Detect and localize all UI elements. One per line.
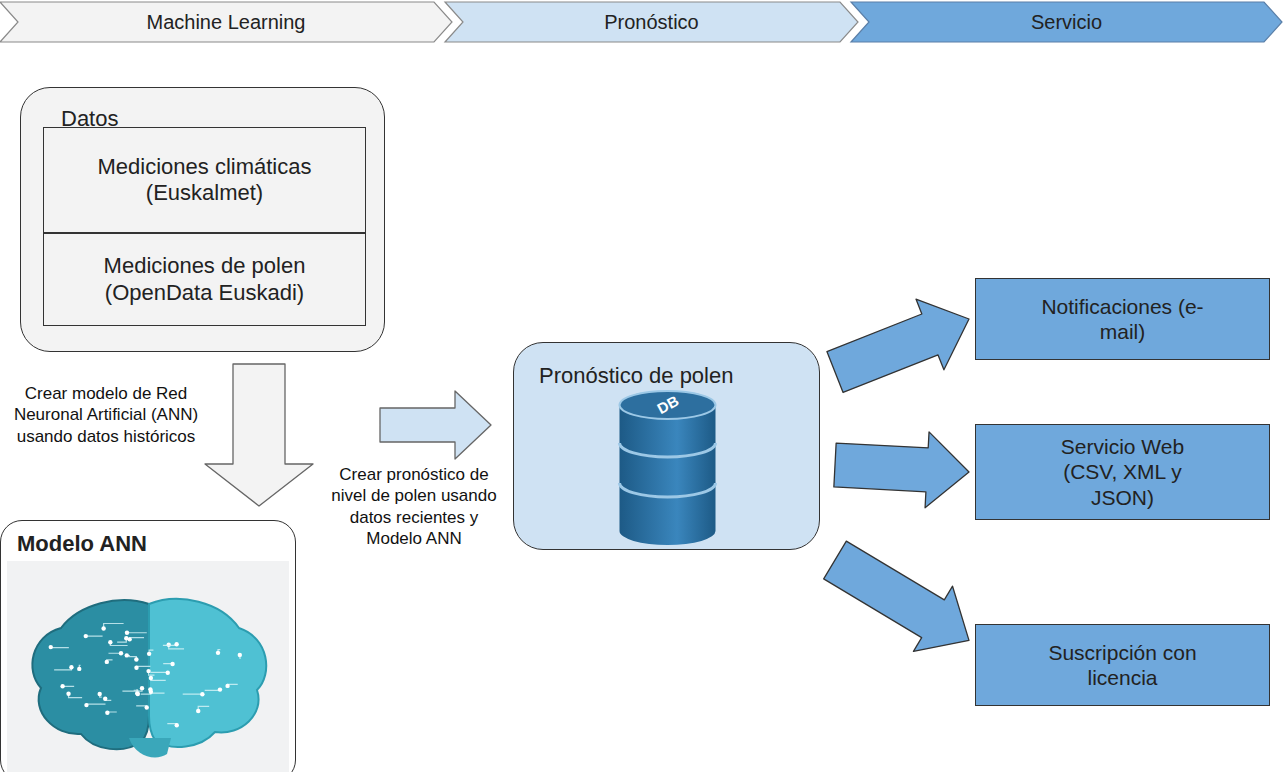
node-text: Mediciones climáticas (Euskalmet) xyxy=(80,154,330,207)
node-text: Pronóstico de polen xyxy=(539,363,733,389)
block-arrow xyxy=(205,364,313,506)
chevron-outline xyxy=(851,2,1282,42)
node-text: Datos xyxy=(61,106,118,132)
block-arrow xyxy=(834,432,969,508)
data-group: DatosMediciones climáticas (Euskalmet) Me… xyxy=(20,87,385,352)
cylinder-top xyxy=(620,391,716,419)
block-arrow xyxy=(380,391,491,459)
forecast-box: Pronóstico de polen xyxy=(513,342,820,550)
illustration-ground xyxy=(7,561,289,772)
block-arrow xyxy=(824,541,969,651)
edge-label: Crear pronóstico de nivel de polen usand… xyxy=(326,463,502,550)
stage-band: Pronóstico xyxy=(445,2,858,42)
service-box: Suscripción con licencia xyxy=(975,624,1270,706)
node-text: Servicio Web (CSV, XML y JSON) xyxy=(1038,434,1208,510)
model-box: Modelo ANN xyxy=(0,520,296,772)
stage-band: Servicio xyxy=(851,2,1282,42)
service-box: Notificaciones (e-mail) xyxy=(975,278,1270,360)
cylinder-ring xyxy=(620,483,716,497)
brain-illustration xyxy=(1,521,297,772)
data-source-box: Mediciones climáticas (Euskalmet) xyxy=(43,127,366,233)
node-text: Modelo ANN xyxy=(17,531,147,557)
node-text: Suscripción con licencia xyxy=(1038,640,1208,690)
node-text: Notificaciones (e-mail) xyxy=(1038,294,1208,344)
node-text: Mediciones de polen (OpenData Euskadi) xyxy=(80,253,330,306)
node-text: Pronóstico xyxy=(604,10,699,34)
chevron-outline xyxy=(0,2,452,42)
cylinder-body xyxy=(620,405,716,545)
brain-shape xyxy=(32,599,266,758)
stage-band: Machine Learning xyxy=(0,2,452,42)
data-source-box: Mediciones de polen (OpenData Euskadi) xyxy=(43,233,366,326)
block-arrow xyxy=(827,299,969,392)
node-text: Machine Learning xyxy=(147,10,306,34)
service-box: Servicio Web (CSV, XML y JSON) xyxy=(975,424,1270,520)
node-text: Servicio xyxy=(1031,10,1102,34)
chevron-outline xyxy=(445,2,858,42)
edge-label: Crear modelo de Red Neuronal Artificial … xyxy=(4,382,208,448)
cylinder-ring xyxy=(620,443,716,457)
